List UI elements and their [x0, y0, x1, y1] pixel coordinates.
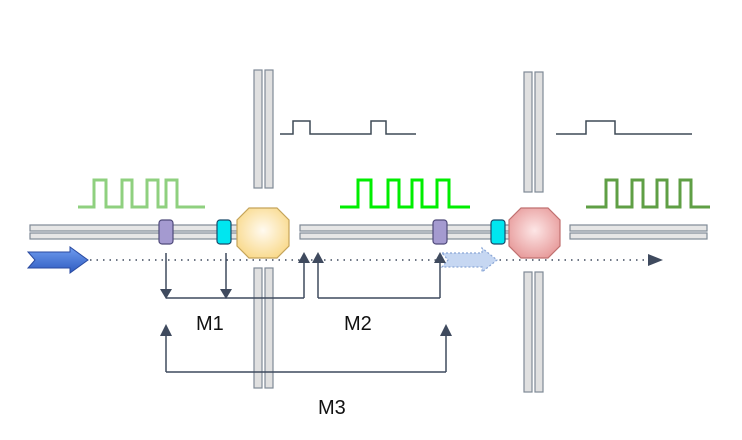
- vertical-rail-bottom-1: [253, 267, 274, 389]
- sensor-cyan-1: [216, 219, 232, 245]
- connector-m1-arrowhead-1: [160, 289, 172, 299]
- pulse-waveform-bright-green: [340, 178, 470, 209]
- vertical-rail-bottom-2: [523, 271, 544, 393]
- sensor-purple-1: [158, 219, 174, 245]
- connector-m1: [165, 253, 305, 299]
- sensor-purple-2: [432, 219, 448, 245]
- ghost-arrow-icon: [440, 246, 498, 274]
- label-m1: M1: [196, 313, 224, 335]
- connector-m1-arrowhead-3: [298, 252, 310, 263]
- dotted-line-arrowhead: [648, 254, 663, 266]
- connector-m1-arrowhead-2: [220, 289, 232, 299]
- label-m3: M3: [318, 397, 346, 419]
- connector-m2: [317, 262, 441, 299]
- pulse-waveform-gray-1: [280, 120, 416, 135]
- horizontal-rail-middle: [299, 224, 516, 240]
- connector-m3-arrowhead-2: [440, 324, 452, 336]
- intersection-node-red: [508, 207, 561, 259]
- vertical-rail-top-1: [253, 69, 274, 189]
- pulse-waveform-gray-2: [556, 120, 692, 135]
- pulse-waveform-dark-green: [586, 178, 710, 209]
- connector-m3-arrowhead-1: [160, 324, 172, 336]
- connector-m2-arrowhead-2: [434, 252, 446, 263]
- vertical-rail-top-2: [523, 71, 544, 193]
- connector-m2-arrowhead-1: [312, 252, 324, 263]
- intersection-node-yellow: [236, 207, 290, 259]
- horizontal-rail-left: [29, 224, 249, 240]
- label-m2: M2: [344, 313, 372, 335]
- horizontal-rail-right: [569, 224, 708, 240]
- connector-m3: [165, 335, 447, 373]
- sensor-cyan-2: [490, 219, 506, 245]
- pulse-waveform-light-green: [78, 178, 205, 209]
- input-arrow-icon: [26, 246, 89, 274]
